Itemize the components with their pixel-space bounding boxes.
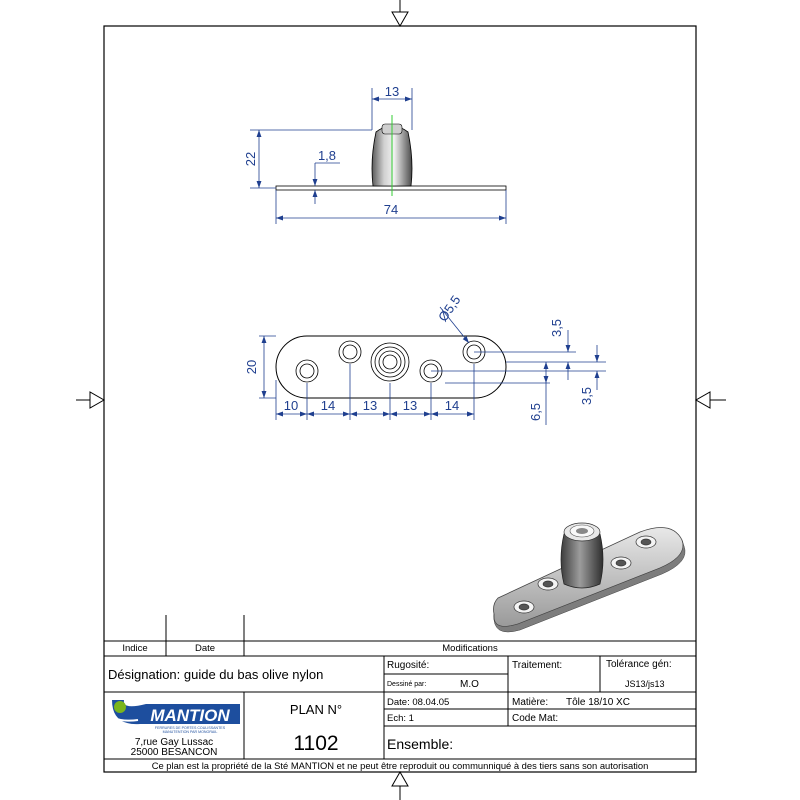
dim-chain-end: 10 xyxy=(284,398,298,413)
dessine-label: Dessiné par: xyxy=(387,681,426,688)
plan-label: PLAN N° xyxy=(290,702,342,717)
dim-offset-top: 3,5 xyxy=(549,319,564,337)
centering-marks xyxy=(76,0,726,800)
base-plate-side xyxy=(275,185,507,191)
dim-plate-width: 20 xyxy=(244,360,259,374)
mantion-logo: MANTION FERRURES DE PORTES COULISSANTES … xyxy=(110,697,240,734)
isometric-view xyxy=(493,522,686,633)
dim-chain-3: 13 xyxy=(403,398,417,413)
dim-offset-right: 3,5 xyxy=(579,387,594,405)
header-modifications: Modifications xyxy=(442,643,498,654)
designation: Désignation: guide du bas olive nylon xyxy=(108,667,323,682)
svg-text:FERRURES DE PORTES COULISSANTE: FERRURES DE PORTES COULISSANTES xyxy=(155,726,226,730)
footer-notice: Ce plan est la propriété de la Sté MANTI… xyxy=(152,760,649,771)
plan-number: 1102 xyxy=(293,732,338,755)
dim-plate-length: 74 xyxy=(384,202,398,217)
echelle-text: Ech: 1 xyxy=(387,713,414,724)
dim-plate-thickness: 1,8 xyxy=(318,148,336,163)
header-indice: Indice xyxy=(122,643,147,654)
dim-offset-bottom: 6,5 xyxy=(528,403,543,421)
top-view: Ø5,5 20 10 14 13 13 14 3,5 3,5 6,5 xyxy=(244,293,606,425)
dim-post-height: 22 xyxy=(243,152,258,166)
date-text: Date: 08.04.05 xyxy=(387,697,449,708)
tolerance-value: JS13/js13 xyxy=(625,679,665,689)
matiere-value: Tôle 18/10 XC xyxy=(566,697,630,708)
dim-chain-2: 13 xyxy=(363,398,377,413)
dim-hole-diameter: Ø5,5 xyxy=(435,293,463,325)
dessine-value: M.O xyxy=(460,679,479,690)
code-mat-label: Code Mat: xyxy=(512,713,558,724)
tolerance-label: Tolérance gén: xyxy=(606,659,672,670)
address-line-1: 7,rue Gay Lussac xyxy=(135,737,213,748)
dim-chain-4: 14 xyxy=(445,398,459,413)
address-line-2: 25000 BESANCON xyxy=(131,747,218,758)
matiere-label: Matière: xyxy=(512,697,548,708)
title-block xyxy=(104,615,696,760)
svg-text:MANTION: MANTION xyxy=(150,706,230,725)
traitement-label: Traitement: xyxy=(512,660,562,671)
ensemble-label: Ensemble: xyxy=(387,736,453,752)
rugosite-label: Rugosité: xyxy=(387,660,429,671)
header-date: Date xyxy=(195,643,215,654)
dim-chain-1: 14 xyxy=(321,398,335,413)
svg-text:MANUTENTION PAR MONORAIL: MANUTENTION PAR MONORAIL xyxy=(163,730,218,734)
roller-3d xyxy=(560,533,604,589)
dim-post-width: 13 xyxy=(385,84,399,99)
side-view: 13 22 1,8 74 xyxy=(243,84,507,224)
